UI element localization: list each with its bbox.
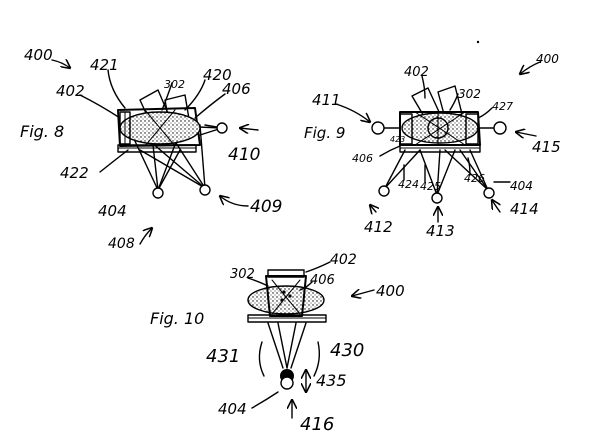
fig8-label-409: 409	[250, 197, 282, 217]
fig10-label-406: 406	[310, 273, 335, 288]
fig8-leaders	[51, 60, 259, 245]
fig10-label-435: 435	[316, 371, 347, 390]
fig8-label-410: 410	[228, 145, 260, 165]
figure-10: 302 402 406 400 Fig. 10 431 430 435 404 …	[150, 252, 405, 435]
fig9-leaders	[335, 61, 541, 223]
fig9-beams	[379, 127, 499, 196]
fig9-label-406: 406	[352, 152, 373, 165]
fig9-title: Fig. 9	[304, 124, 345, 142]
fig10-title: Fig. 10	[150, 309, 204, 328]
fig9-label-413: 413	[426, 222, 455, 240]
figure-9: 400 402 411 302 423 427 Fig. 9 415 406 4…	[304, 52, 561, 240]
fig8-label-408: 408	[108, 236, 135, 252]
fig8-housing	[117, 89, 201, 147]
stray-mark	[476, 40, 480, 44]
fig9-detector-bottom-right	[483, 187, 495, 199]
fig9-detector-left	[371, 121, 385, 135]
fig10-label-302: 302	[230, 267, 255, 282]
fig9-label-402: 402	[404, 65, 429, 80]
figure-8: 400 421 402 302 420 406 Fig. 8 410 422 4…	[20, 46, 282, 252]
fig8-label-420: 420	[203, 66, 232, 84]
fig8-label-406: 406	[222, 80, 251, 98]
fig9-label-302: 302	[458, 87, 481, 101]
fig8-title: Fig. 8	[20, 122, 64, 141]
fig10-beams	[267, 322, 307, 369]
fig8-label-422: 422	[60, 164, 89, 182]
fig10-label-416: 416	[300, 414, 334, 435]
fig10-housing	[247, 269, 325, 317]
fig10-label-430: 430	[330, 340, 364, 361]
fig8-detector-bottom-right	[199, 184, 211, 196]
fig9-label-400: 400	[536, 52, 559, 66]
fig9-label-425: 425	[420, 180, 441, 193]
fig9-label-423: 423	[390, 135, 405, 144]
fig9-detector-bottom-center	[431, 192, 443, 204]
fig9-label-415: 415	[532, 138, 561, 156]
fig8-label-400: 400	[24, 46, 53, 64]
fig9-label-427: 427	[492, 100, 513, 113]
fig9-label-411: 411	[312, 91, 341, 109]
fig10-label-402: 402	[330, 252, 357, 268]
fig10-label-404: 404	[218, 400, 247, 418]
fig8-detector-bottom-left	[152, 187, 164, 199]
fig9-housing	[399, 85, 481, 146]
fig8-label-404: 404	[98, 202, 127, 220]
fig8-label-402: 402	[56, 82, 85, 100]
fig9-detector-bottom-left	[378, 185, 390, 197]
fig9-label-414: 414	[510, 200, 539, 218]
fig9-label-412: 412	[364, 218, 393, 236]
fig10-leaders	[247, 261, 375, 419]
fig9-detector-right	[493, 121, 507, 135]
fig10-label-400: 400	[376, 282, 405, 300]
fig8-label-421: 421	[90, 56, 119, 74]
fig9-label-424: 424	[398, 178, 419, 191]
fig8-detector-right	[216, 122, 228, 134]
fig10-detector-lower	[280, 376, 294, 390]
fig10-label-431: 431	[206, 346, 240, 367]
fig9-label-426: 426	[464, 172, 485, 185]
fig8-label-302: 302	[164, 78, 185, 91]
fig9-label-404: 404	[510, 179, 533, 193]
